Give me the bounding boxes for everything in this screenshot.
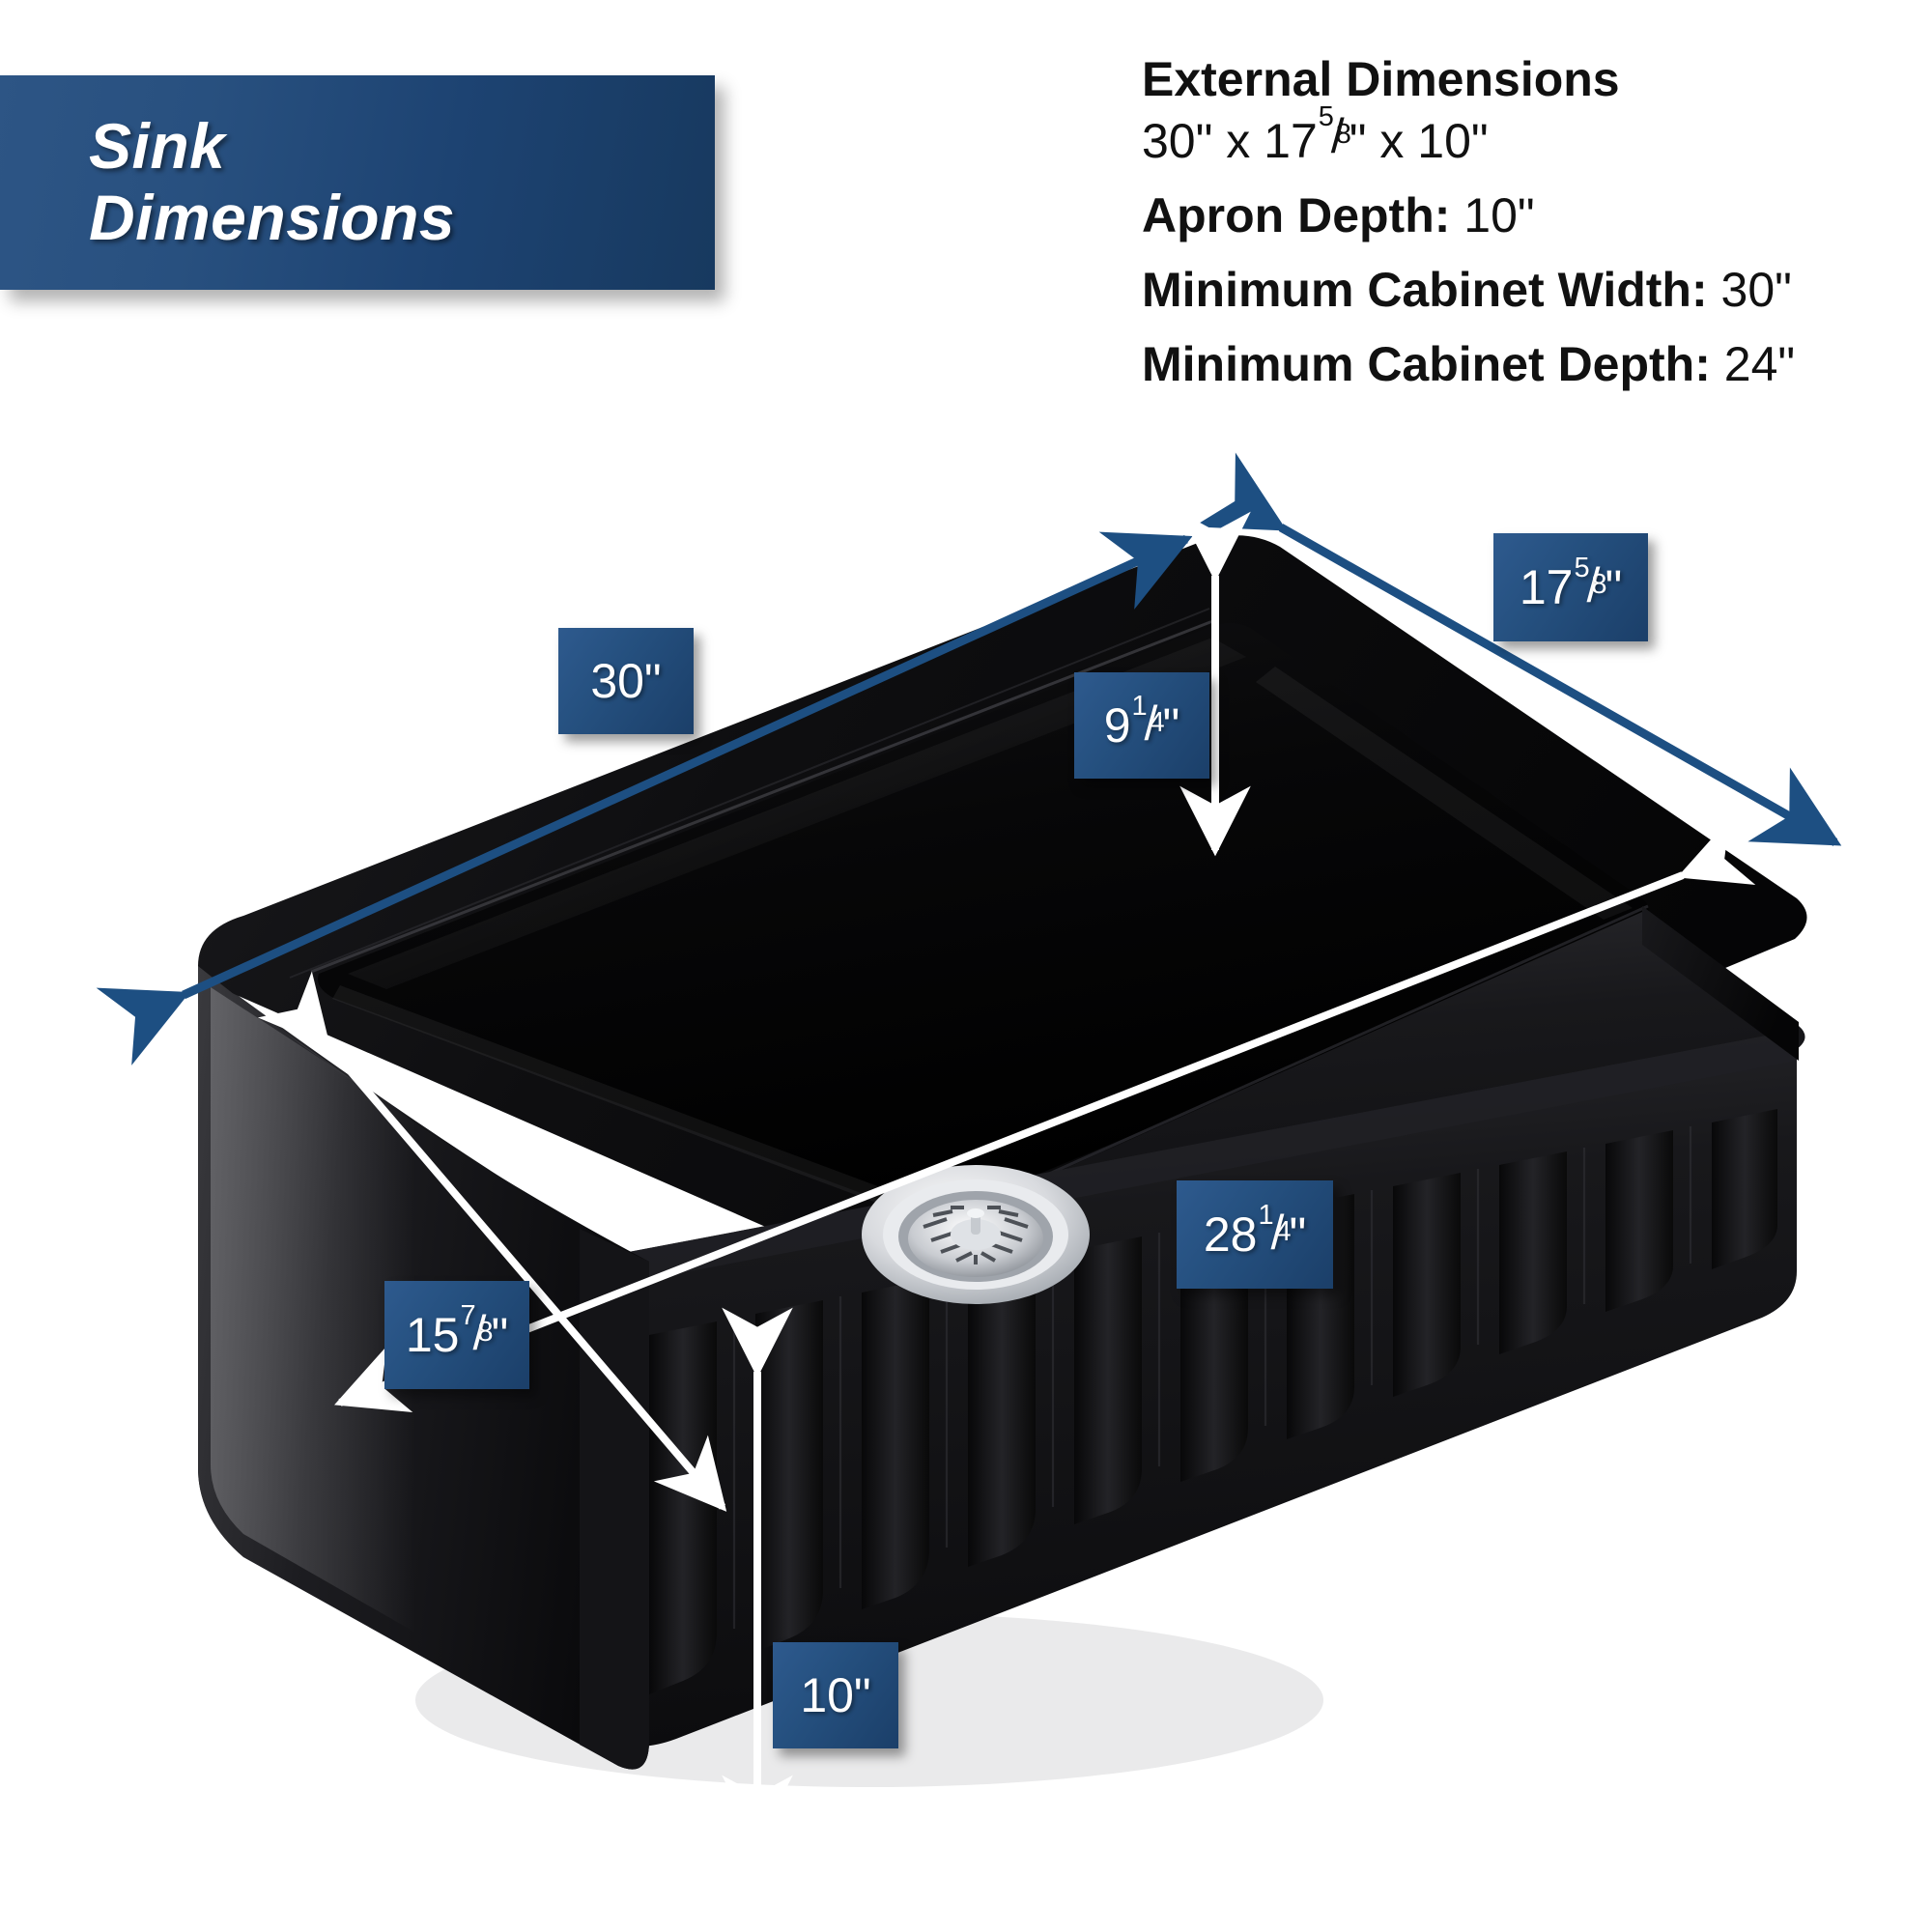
fraction-denominator: 4	[1149, 707, 1165, 739]
drain-post	[971, 1213, 980, 1235]
spec-min-cabinet-depth-value: 24"	[1723, 337, 1796, 391]
fluted-apron-front	[609, 1030, 1797, 1747]
spec-spacer-1	[1142, 171, 1915, 186]
drain-post-cap	[967, 1208, 984, 1218]
fraction-one-quarter-length: 1/4	[1258, 1201, 1292, 1260]
sink-apron-upper-edge	[952, 912, 1805, 1388]
drain-basket	[908, 1200, 1043, 1277]
drain-flange	[862, 1165, 1090, 1304]
fraction-five-eighths: 5/8	[1319, 101, 1351, 162]
spec-apron-depth-label: Apron Depth:	[1142, 188, 1451, 242]
dim-width-whole: 30"	[590, 654, 662, 708]
sink-basin-interior	[318, 623, 1650, 1215]
drain-hub	[951, 1219, 1001, 1250]
fraction-slash: /	[1330, 108, 1345, 163]
dim-int-len-whole: 28	[1203, 1208, 1258, 1262]
spec-min-cabinet-depth: Minimum Cabinet Depth: 24"	[1142, 335, 1915, 394]
title-banner: Sink Dimensions	[0, 75, 715, 290]
fraction-slash: /	[1586, 557, 1601, 612]
dimension-label-overall-width: 30"	[558, 628, 694, 734]
spec-apron-depth: Apron Depth: 10"	[1142, 186, 1915, 245]
page-title: Sink Dimensions	[89, 110, 456, 253]
fraction-numerator: 5	[1574, 552, 1590, 583]
fraction-slash: /	[472, 1305, 487, 1360]
arrow-overall-width	[96, 531, 1193, 1065]
rim-bevel-back2	[289, 608, 1210, 979]
drain-slots	[923, 1206, 1029, 1264]
basin-gloss-right	[1256, 667, 1633, 920]
fraction-denominator: 8	[477, 1317, 494, 1349]
rim-bevel-front	[955, 904, 1649, 1217]
fraction-seven-eighths: 7/8	[460, 1301, 494, 1360]
fraction-denominator: 8	[1591, 569, 1607, 601]
apron-panel	[609, 1030, 1797, 1747]
drain-strainer	[862, 1165, 1090, 1304]
fraction-denominator: 8	[1335, 118, 1351, 150]
spec-min-cabinet-width-value: 30"	[1720, 263, 1792, 317]
dim-depth-tail: "	[1605, 560, 1623, 614]
fraction-numerator: 7	[460, 1299, 476, 1331]
spec-spacer-2	[1142, 245, 1915, 261]
fraction-denominator: 4	[1275, 1216, 1292, 1248]
dimension-label-apron-height: 10"	[773, 1642, 898, 1748]
fraction-slash: /	[1144, 696, 1158, 751]
spec-apron-depth-value: 10"	[1463, 188, 1535, 242]
spec-external-whole: 30" x 17	[1142, 114, 1318, 168]
dim-int-depth-whole: 9	[1103, 698, 1131, 753]
spec-min-cabinet-depth-label: Minimum Cabinet Depth:	[1142, 337, 1711, 391]
arrow-interior-length	[334, 818, 1756, 1412]
spec-external-tail: " x 10"	[1349, 114, 1489, 168]
basin-gloss-lower	[332, 985, 898, 1209]
spec-external-heading: External Dimensions	[1142, 52, 1620, 106]
spec-min-cabinet-width-label: Minimum Cabinet Width:	[1142, 263, 1708, 317]
dim-int-len-tail: "	[1289, 1208, 1307, 1262]
sink-right-wall	[1642, 906, 1799, 1061]
arrow-interior-width	[257, 971, 727, 1512]
dim-int-wid-tail: "	[491, 1308, 509, 1362]
spec-spacer-3	[1142, 320, 1915, 335]
spec-min-cabinet-width: Minimum Cabinet Width: 30"	[1142, 261, 1915, 320]
sink-top-rim	[198, 535, 1807, 1293]
fraction-five-eighths-chip: 5/8	[1574, 554, 1607, 612]
drain-bowl	[898, 1191, 1053, 1282]
dim-int-wid-whole: 15	[405, 1308, 460, 1362]
fraction-slash: /	[1270, 1205, 1285, 1260]
dim-apron-whole: 10"	[800, 1668, 871, 1722]
fraction-numerator: 1	[1131, 690, 1148, 722]
fraction-one-quarter-depth: 1/4	[1132, 692, 1165, 751]
dim-int-depth-tail: "	[1162, 698, 1180, 753]
fraction-numerator: 1	[1258, 1199, 1274, 1231]
fraction-numerator: 5	[1318, 101, 1334, 133]
sink-left-reflection	[208, 980, 386, 1619]
corner-edge-strip	[580, 1229, 649, 1770]
drain-flange-inner	[883, 1179, 1068, 1290]
dim-depth-whole: 17	[1519, 560, 1574, 614]
